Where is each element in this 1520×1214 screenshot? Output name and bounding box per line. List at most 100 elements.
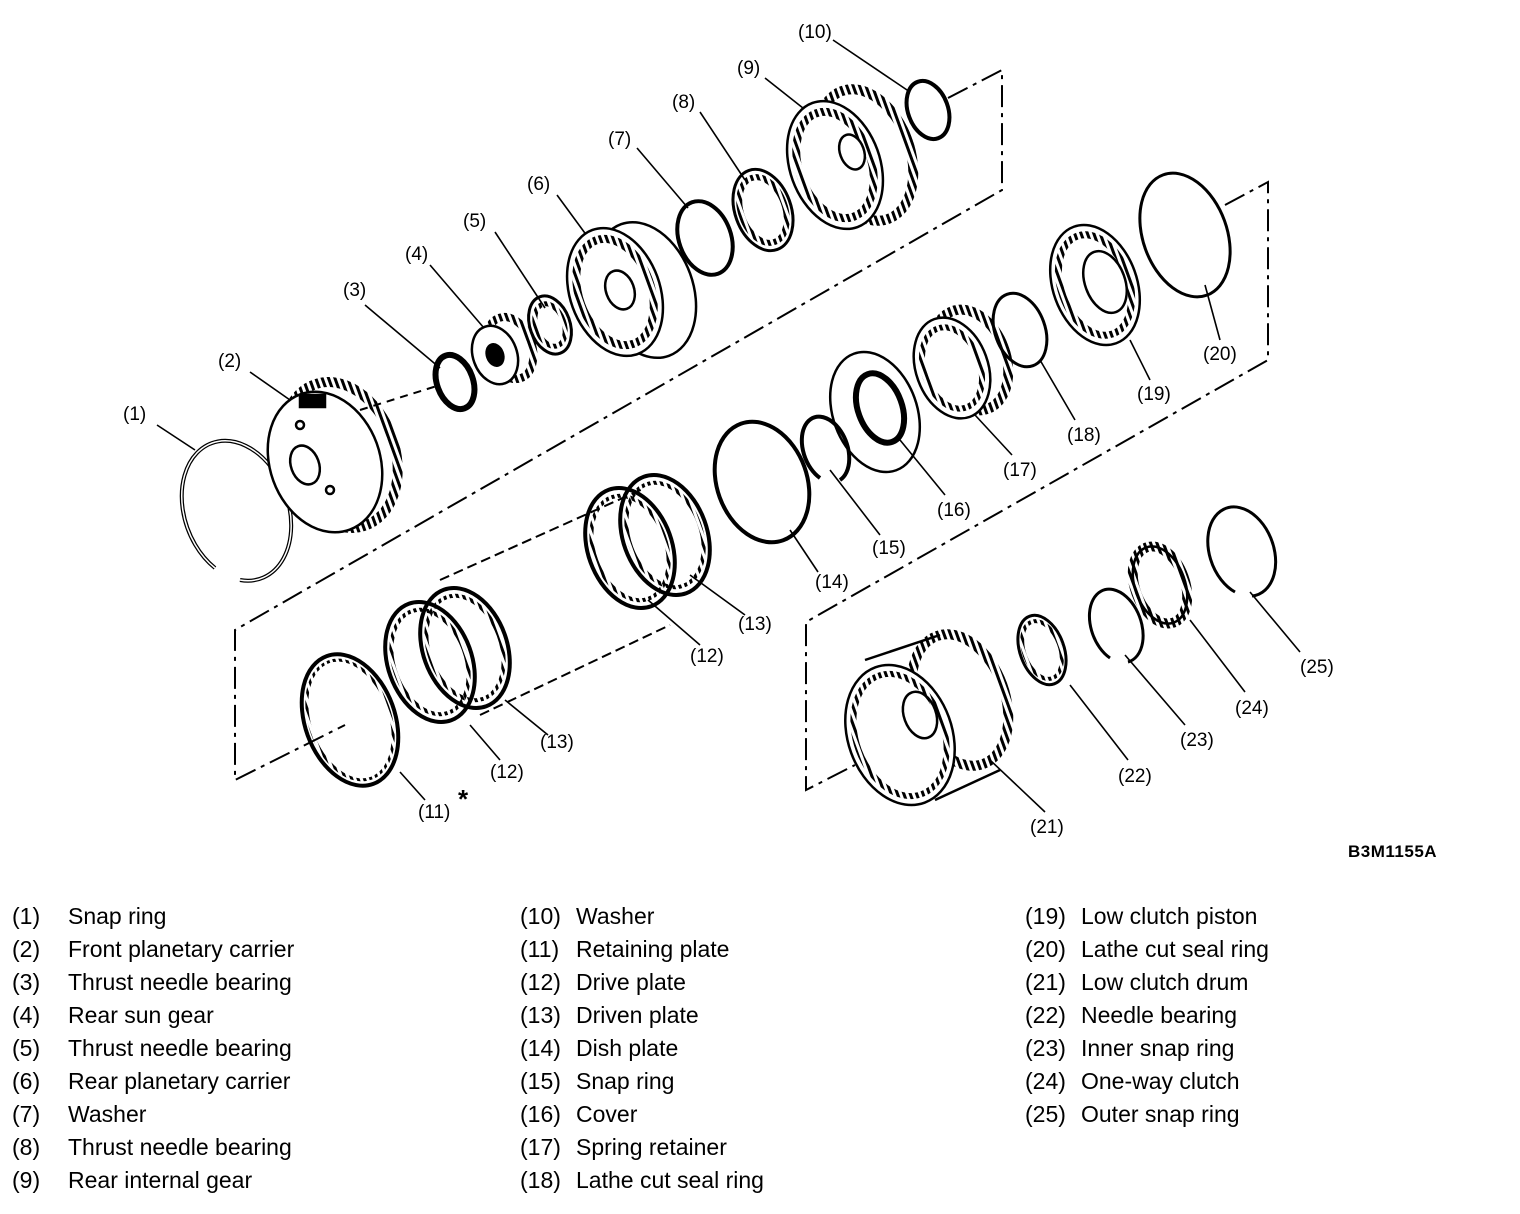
callout-9: (9)	[737, 58, 760, 79]
part-14-dish-plate	[712, 419, 812, 545]
legend-label: Needle bearing	[1081, 1002, 1238, 1028]
exploded-parts-diagram: (1) (2) (3) (4) (5) (6) (7) (8) (9) (10)…	[123, 22, 1334, 838]
part-1-snap-ring	[179, 438, 294, 583]
callout-17: (17)	[1003, 460, 1037, 481]
callout-labels: (1) (2) (3) (4) (5) (6) (7) (8) (9) (10)…	[123, 22, 1334, 838]
part-5-thrust-needle-bearing	[527, 294, 573, 356]
callout-25: (25)	[1300, 657, 1334, 678]
legend-label: Inner snap ring	[1081, 1035, 1235, 1061]
callout-11-asterisk: *	[458, 784, 469, 814]
legend-number: (23)	[1025, 1035, 1066, 1061]
legend-number: (5)	[12, 1035, 41, 1061]
legend-number: (11)	[520, 936, 560, 962]
callout-19: (19)	[1137, 384, 1171, 405]
part-21-low-clutch-drum	[844, 629, 1014, 807]
legend-number: (20)	[1025, 936, 1066, 962]
legend-number: (7)	[12, 1101, 41, 1127]
legend-number: (16)	[520, 1101, 561, 1127]
part-24-one-way-clutch	[1127, 541, 1193, 629]
legend-number: (8)	[12, 1134, 41, 1160]
callout-8: (8)	[672, 92, 695, 113]
part-16-cover	[828, 350, 922, 474]
legend-number: (21)	[1025, 969, 1066, 995]
legend-label: Thrust needle bearing	[68, 969, 292, 995]
legend-number: (1)	[12, 903, 41, 929]
callout-5: (5)	[463, 211, 486, 232]
callout-10: (10)	[798, 22, 832, 43]
legend-label: Outer snap ring	[1081, 1101, 1240, 1127]
part-22-needle-bearing	[1016, 613, 1068, 687]
legend-label: Low clutch piston	[1081, 903, 1258, 929]
legend-number: (25)	[1025, 1101, 1066, 1127]
assembly-axes	[234, 68, 1269, 792]
part-15-snap-ring	[799, 414, 852, 482]
callout-24: (24)	[1235, 698, 1269, 719]
legend-number: (18)	[520, 1167, 561, 1193]
legend-label: Snap ring	[68, 903, 167, 929]
part-6-rear-planetary-carrier	[565, 220, 698, 360]
part-20-lathe-cut-seal-ring	[1138, 171, 1232, 299]
part-10-washer	[904, 78, 952, 142]
legend-number: (17)	[520, 1134, 561, 1160]
legend-label: Snap ring	[576, 1068, 675, 1094]
legend-label: Low clutch drum	[1081, 969, 1249, 995]
legend-label: One-way clutch	[1081, 1068, 1240, 1094]
callout-22: (22)	[1118, 766, 1152, 787]
legend-label: Front planetary carrier	[68, 936, 295, 962]
callout-20: (20)	[1203, 344, 1237, 365]
legend-label: Rear planetary carrier	[68, 1068, 291, 1094]
part-12-13-plates-upper	[583, 472, 712, 611]
legend-label: Rear sun gear	[68, 1002, 214, 1028]
part-23-inner-snap-ring	[1087, 587, 1145, 664]
callout-23: (23)	[1180, 730, 1214, 751]
legend-label: Thrust needle bearing	[68, 1134, 292, 1160]
legend-number: (15)	[520, 1068, 561, 1094]
legend-number: (22)	[1025, 1002, 1066, 1028]
legend-label: Lathe cut seal ring	[576, 1167, 764, 1193]
legend-number: (19)	[1025, 903, 1066, 929]
part-25-outer-snap-ring	[1206, 505, 1278, 598]
part-8-thrust-needle-bearing	[731, 167, 795, 253]
legend-label: Lathe cut seal ring	[1081, 936, 1269, 962]
callout-2: (2)	[218, 351, 241, 372]
legend-number: (3)	[12, 969, 41, 995]
legend-label: Washer	[68, 1101, 147, 1127]
callout-21: (21)	[1030, 817, 1064, 838]
part-11-retaining-plate	[299, 652, 401, 788]
legend-label: Spring retainer	[576, 1134, 727, 1160]
part-17-spring-retainer	[912, 304, 1014, 420]
callout-18: (18)	[1067, 425, 1101, 446]
part-2-front-planetary-carrier	[266, 377, 403, 534]
callout-15: (15)	[872, 538, 906, 559]
part-9-rear-internal-gear	[785, 84, 919, 231]
legend-label: Rear internal gear	[68, 1167, 253, 1193]
legend-number: (2)	[12, 936, 41, 962]
callout-14: (14)	[815, 572, 849, 593]
part-18-lathe-cut-seal-ring	[991, 291, 1049, 369]
legend-number: (9)	[12, 1167, 41, 1193]
part-12-13-plates-lower	[383, 585, 512, 725]
callout-12: (12)	[490, 762, 524, 783]
callout-1: (1)	[123, 404, 146, 425]
legend-number: (12)	[520, 969, 561, 995]
legend-label: Thrust needle bearing	[68, 1035, 292, 1061]
part-3-thrust-needle-bearing	[432, 351, 478, 413]
legend-label: Retaining plate	[576, 936, 730, 962]
legend-label: Driven plate	[576, 1002, 699, 1028]
part-7-washer	[675, 199, 735, 277]
part-4-rear-sun-gear	[470, 313, 538, 386]
figure-code: B3M1155A	[1348, 842, 1438, 861]
legend-number: (10)	[520, 903, 561, 929]
legend-label: Drive plate	[576, 969, 686, 995]
callout-7: (7)	[608, 129, 631, 150]
part-19-low-clutch-piston	[1048, 223, 1142, 347]
callout-11: (11)	[418, 802, 450, 823]
callout-4: (4)	[405, 244, 428, 265]
callout-6: (6)	[527, 174, 550, 195]
leader-lines	[156, 39, 1301, 813]
legend-label: Dish plate	[576, 1035, 679, 1061]
legend-number: (6)	[12, 1068, 41, 1094]
legend-number: (13)	[520, 1002, 561, 1028]
legend-number: (24)	[1025, 1068, 1066, 1094]
callout-13-upper: (13)	[738, 614, 772, 635]
